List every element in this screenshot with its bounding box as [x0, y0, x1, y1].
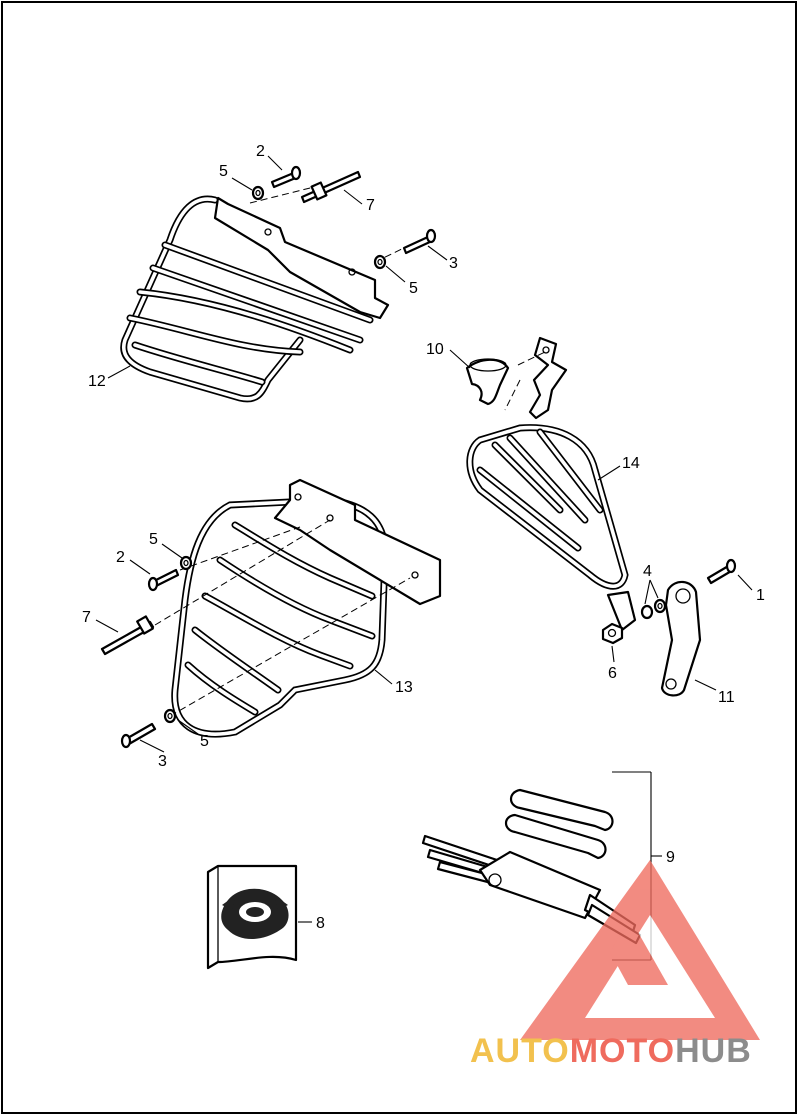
part-8-manual	[206, 864, 298, 970]
callout-7-lower: 7	[82, 609, 91, 626]
leader-lines	[95, 155, 753, 923]
callout-1: 1	[756, 587, 765, 604]
watermark-brand-text: AUTOMOTOHUB	[470, 1032, 752, 1071]
part-14-bracket-guard	[466, 336, 637, 632]
part-4-spacers	[640, 598, 667, 620]
callout-12: 12	[88, 373, 106, 390]
callout-10: 10	[426, 341, 444, 358]
part-5-washer-right	[373, 254, 387, 270]
part-7-stud-lower	[100, 615, 155, 656]
watermark-triangle-logo	[520, 860, 760, 1040]
part-1-screw	[706, 558, 737, 585]
part-5-washer-lower	[179, 555, 193, 571]
callout-9: 9	[666, 849, 675, 866]
part-3-screw-upper	[402, 228, 437, 255]
part-5-washer-upper	[251, 185, 265, 201]
callout-3-lower: 3	[158, 753, 167, 770]
callout-5-upper: 5	[219, 163, 228, 180]
watermark-word-hub: HUB	[675, 1032, 752, 1070]
callout-2-upper: 2	[256, 143, 265, 160]
callout-2-lower: 2	[116, 549, 125, 566]
part-11-arm	[660, 580, 702, 697]
genuine-motor-parts-logo	[221, 888, 289, 939]
callout-11: 11	[718, 689, 735, 706]
part-2-screw-upper	[270, 165, 302, 189]
part-6-nut	[601, 622, 624, 645]
callout-4: 4	[643, 563, 652, 580]
part-13-front-guard	[154, 478, 442, 738]
callout-13: 13	[395, 679, 413, 696]
part-2-screw-lower	[147, 568, 180, 592]
callout-5-lower: 5	[149, 531, 158, 548]
part-10-clamp	[465, 358, 510, 406]
callout-5-right: 5	[409, 280, 418, 297]
part-7-stud-upper	[300, 170, 362, 204]
callout-8: 8	[316, 915, 325, 932]
callout-3-upper: 3	[449, 255, 458, 272]
part-3-screw-lower	[120, 722, 157, 749]
callout-labels: 2 5 7 3 5 12 10 14 5 2 7 13 5 3 4 6 1 11…	[82, 143, 765, 932]
part-12-rear-guard	[120, 185, 409, 403]
callout-14: 14	[622, 455, 640, 472]
watermark-word-auto: AUTO	[470, 1032, 570, 1070]
callout-6: 6	[608, 665, 617, 682]
part-5-washer-lower-2	[163, 708, 177, 724]
watermark-word-moto: MOTO	[569, 1032, 676, 1070]
callout-7-upper: 7	[366, 197, 375, 214]
callout-5-bottom: 5	[200, 733, 209, 750]
